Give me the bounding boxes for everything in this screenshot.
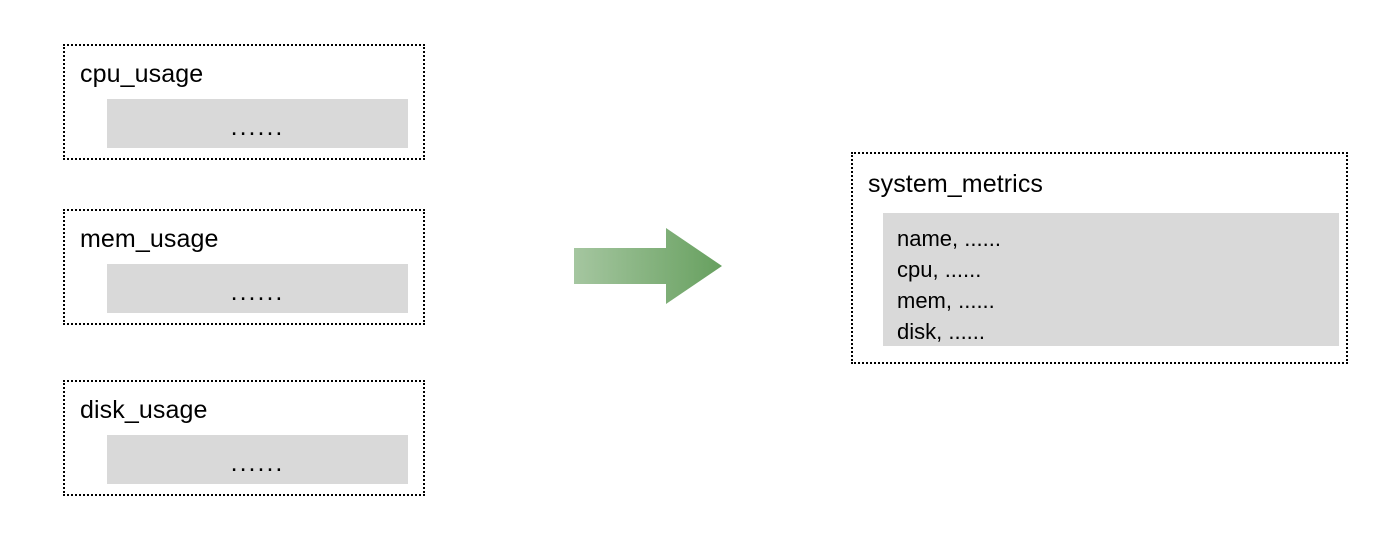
source-node-payload: ...... xyxy=(107,264,408,313)
source-node-payload: ...... xyxy=(107,99,408,148)
target-node-payload: name, ...... cpu, ...... mem, ...... dis… xyxy=(883,213,1339,346)
target-node-title: system_metrics xyxy=(868,170,1044,198)
source-node-title: mem_usage xyxy=(80,225,219,253)
flow-arrow xyxy=(574,228,722,304)
source-node-cpu-usage[interactable]: cpu_usage ...... xyxy=(63,44,425,160)
list-item: name, ...... xyxy=(897,226,1001,251)
right-arrow-icon xyxy=(574,228,722,304)
target-node-system-metrics[interactable]: system_metrics name, ...... cpu, ...... … xyxy=(851,152,1348,364)
payload-ellipsis: ...... xyxy=(230,449,285,477)
target-field-list: name, ...... cpu, ...... mem, ...... dis… xyxy=(897,223,1001,347)
source-node-title: disk_usage xyxy=(80,396,208,424)
source-node-title: cpu_usage xyxy=(80,60,204,88)
source-node-disk-usage[interactable]: disk_usage ...... xyxy=(63,380,425,496)
source-node-mem-usage[interactable]: mem_usage ...... xyxy=(63,209,425,325)
list-item: mem, ...... xyxy=(897,288,995,313)
payload-ellipsis: ...... xyxy=(230,113,285,141)
payload-ellipsis: ...... xyxy=(230,278,285,306)
source-node-payload: ...... xyxy=(107,435,408,484)
list-item: cpu, ...... xyxy=(897,257,982,282)
list-item: disk, ...... xyxy=(897,319,986,344)
